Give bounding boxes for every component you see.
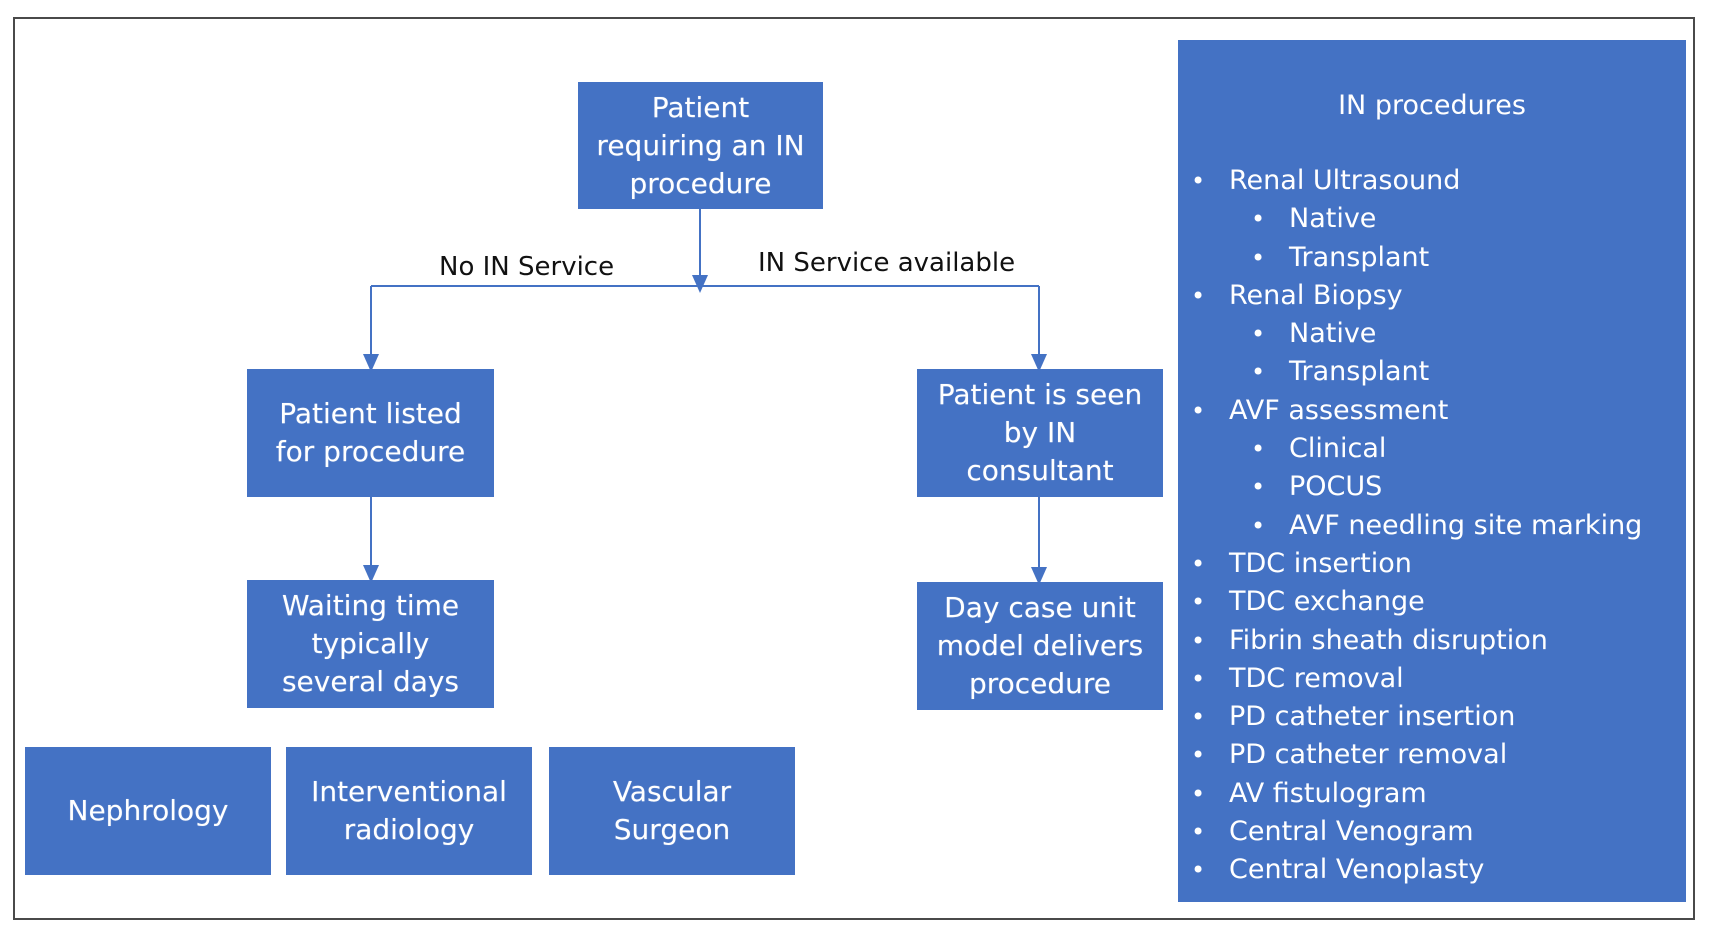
- start-node-label: Patient requiring an IN procedure: [596, 90, 805, 200]
- bullet-icon: •: [1191, 396, 1206, 425]
- procedure-label: Native: [1289, 203, 1377, 235]
- bullet-icon: •: [1191, 167, 1206, 195]
- start-node: Patient requiring an IN procedure: [578, 82, 823, 209]
- procedure-item: • PD catheter insertion: [1178, 698, 1686, 736]
- procedure-label: AV fistulogram: [1229, 777, 1427, 809]
- procedure-list: • Renal Ultrasound • Native • Transplant • Rena…: [1178, 162, 1686, 890]
- bullet-icon: •: [1251, 243, 1266, 272]
- procedure-label: AVF assessment: [1229, 394, 1449, 426]
- procedure-label: PD catheter removal: [1229, 739, 1508, 771]
- in-procedures-panel: IN procedures • Renal Ultrasound • Native • T…: [1178, 40, 1686, 902]
- specialty-nephrology: Nephrology: [25, 747, 271, 875]
- specialty-vascular-surgeon-label: Vascular Surgeon: [612, 775, 732, 846]
- panel-title: IN procedures: [1338, 90, 1526, 121]
- left-listed-node: Patient listed for procedure: [247, 369, 494, 497]
- procedure-label: PD catheter insertion: [1229, 701, 1516, 733]
- bullet-icon: •: [1191, 779, 1206, 808]
- procedure-item: • AVF assessment: [1178, 392, 1686, 430]
- procedure-label: Native: [1289, 318, 1377, 350]
- procedure-label: Central Venogram: [1229, 816, 1474, 848]
- procedure-label: Transplant: [1289, 356, 1430, 388]
- bullet-icon: •: [1191, 856, 1206, 885]
- procedure-item: • Central Venoplasty: [1178, 851, 1686, 889]
- right-seen-label: Patient is seen by IN consultant: [937, 378, 1143, 487]
- left-waiting-node: Waiting time typically several days: [247, 580, 494, 708]
- specialty-vascular-surgeon: Vascular Surgeon: [549, 747, 795, 875]
- procedure-item: • TDC exchange: [1178, 583, 1686, 621]
- procedure-label: TDC exchange: [1229, 586, 1425, 618]
- procedure-item: • AV fistulogram: [1178, 775, 1686, 813]
- bullet-icon: •: [1251, 473, 1266, 502]
- procedure-subitem: • Transplant: [1178, 353, 1686, 391]
- procedure-label: Renal Biopsy: [1229, 279, 1403, 311]
- bullet-icon: •: [1191, 818, 1206, 847]
- bullet-icon: •: [1191, 281, 1206, 310]
- procedure-label: Fibrin sheath disruption: [1229, 624, 1548, 656]
- procedure-item: • Renal Ultrasound: [1178, 162, 1686, 200]
- bullet-icon: •: [1251, 435, 1266, 464]
- bullet-icon: •: [1191, 626, 1206, 655]
- procedure-label: Central Venoplasty: [1229, 854, 1485, 886]
- bullet-icon: •: [1251, 358, 1266, 387]
- procedure-item: • Central Venogram: [1178, 813, 1686, 851]
- procedure-item: • Fibrin sheath disruption: [1178, 622, 1686, 660]
- bullet-icon: •: [1251, 320, 1266, 349]
- edge-label-service-available: IN Service available: [758, 248, 1016, 278]
- bullet-icon: •: [1251, 205, 1266, 234]
- procedure-subitem: • Native: [1178, 315, 1686, 353]
- bullet-icon: •: [1191, 549, 1206, 578]
- diagram-frame: [13, 17, 1695, 920]
- bullet-icon: •: [1191, 588, 1206, 617]
- procedure-subitem: • Clinical: [1178, 430, 1686, 468]
- procedure-item: • TDC insertion: [1178, 545, 1686, 583]
- right-daycase-node: Day case unit model delivers procedure: [917, 582, 1163, 710]
- procedure-item: • PD catheter removal: [1178, 736, 1686, 774]
- procedure-label: TDC insertion: [1229, 547, 1412, 579]
- procedure-subitem: • POCUS: [1178, 468, 1686, 506]
- procedure-label: POCUS: [1289, 471, 1383, 503]
- procedure-item: • Renal Biopsy: [1178, 277, 1686, 315]
- left-listed-label: Patient listed for procedure: [275, 397, 466, 468]
- bullet-icon: •: [1191, 741, 1206, 770]
- bullet-icon: •: [1191, 703, 1206, 732]
- right-seen-node: Patient is seen by IN consultant: [917, 369, 1163, 497]
- bullet-icon: •: [1191, 664, 1206, 693]
- bullet-icon: •: [1251, 511, 1266, 540]
- procedure-subitem: • Native: [1178, 200, 1686, 238]
- procedure-subitem: • Transplant: [1178, 239, 1686, 277]
- left-waiting-label: Waiting time typically several days: [281, 589, 460, 698]
- specialty-interventional-radiology-label: Interventional radiology: [311, 775, 507, 846]
- procedure-label: AVF needling site marking: [1289, 509, 1643, 541]
- procedure-label: Transplant: [1289, 241, 1430, 273]
- specialty-interventional-radiology: Interventional radiology: [286, 747, 532, 875]
- right-daycase-label: Day case unit model delivers procedure: [936, 591, 1144, 700]
- procedure-label: Clinical: [1289, 433, 1387, 465]
- edge-label-no-service: No IN Service: [439, 252, 615, 282]
- procedure-item: • TDC removal: [1178, 660, 1686, 698]
- procedure-label: Renal Ultrasound: [1229, 165, 1461, 196]
- procedure-subitem: • AVF needling site marking: [1178, 507, 1686, 545]
- specialty-nephrology-label: Nephrology: [67, 794, 229, 827]
- procedure-label: TDC removal: [1229, 662, 1404, 694]
